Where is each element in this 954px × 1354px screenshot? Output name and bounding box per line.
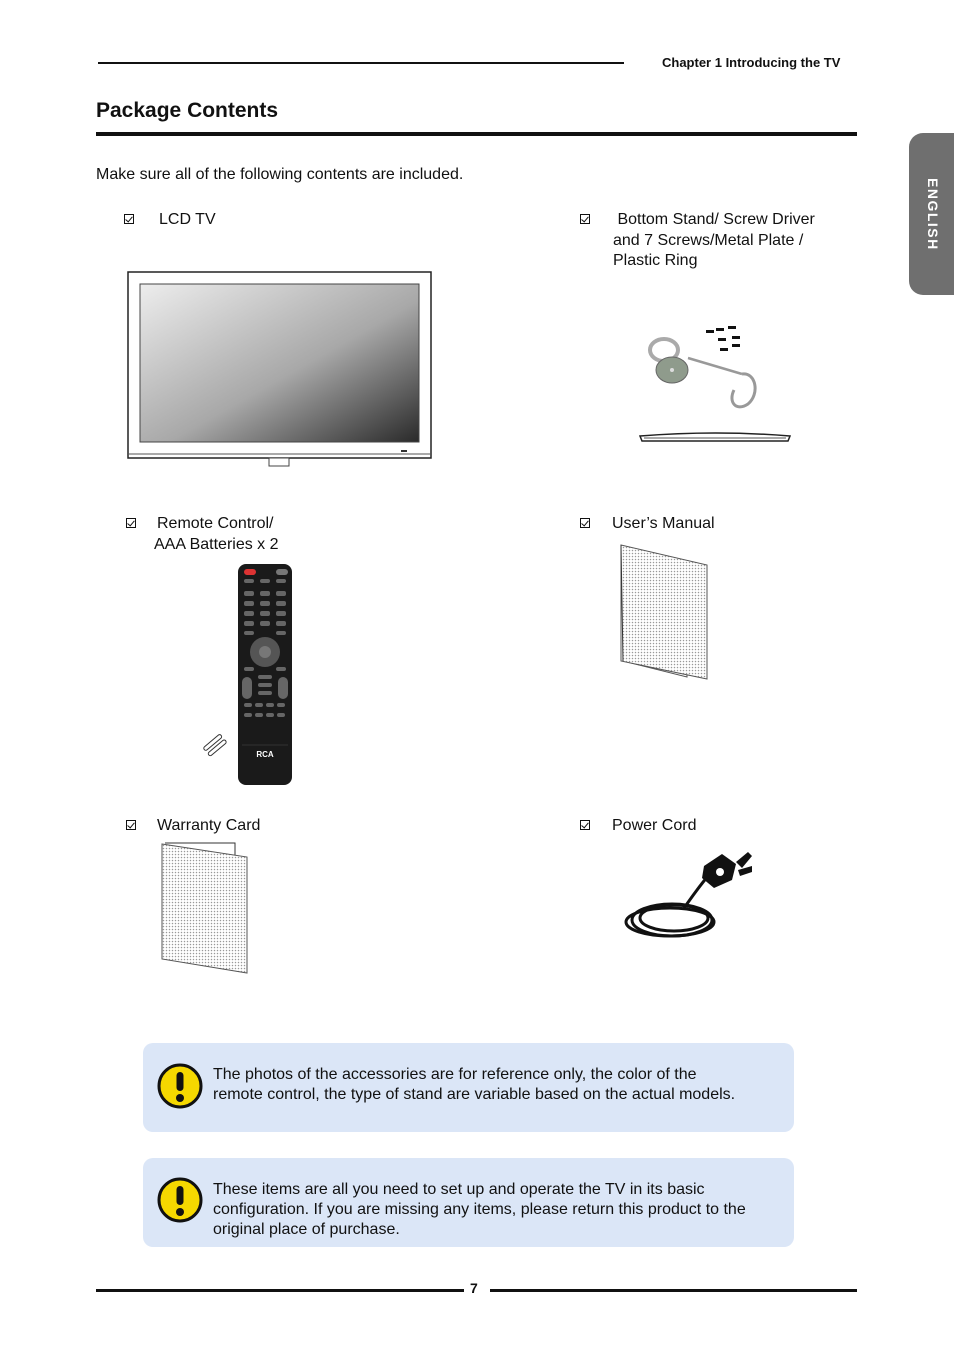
- checkbox-icon: [580, 820, 590, 830]
- warning-icon: [157, 1063, 203, 1109]
- footer-rule-right: [490, 1289, 857, 1292]
- footer-rule-left: [96, 1289, 464, 1292]
- remote-brand-text: RCA: [256, 750, 274, 759]
- chapter-heading: Chapter 1 Introducing the TV: [662, 55, 841, 70]
- lcd-tv-icon: [127, 271, 432, 467]
- note-line: configuration. If you are missing any it…: [213, 1201, 746, 1218]
- page-number: 7: [470, 1280, 478, 1296]
- note-line: These items are all you need to set up a…: [213, 1181, 705, 1198]
- checkbox-icon: [126, 820, 136, 830]
- note-box: The photos of the accessories are for re…: [143, 1043, 794, 1132]
- page-title: Package Contents: [96, 99, 279, 122]
- power-cord-icon: [624, 852, 752, 938]
- note-line: remote control, the type of stand are va…: [213, 1086, 736, 1103]
- note-line: The photos of the accessories are for re…: [213, 1066, 697, 1083]
- note-text: The photos of the accessories are for re…: [213, 1065, 735, 1105]
- stand-kit-icon: [638, 326, 792, 442]
- remote-control-icon: RCA: [203, 564, 292, 785]
- note-text: These items are all you need to set up a…: [213, 1180, 746, 1240]
- item-label: User’s Manual: [612, 515, 715, 532]
- item-label-line-1: Remote Control/: [157, 515, 274, 532]
- item-label-line-1: Bottom Stand/ Screw Driver: [613, 211, 815, 228]
- item-label: Warranty Card: [157, 817, 261, 834]
- checkbox-icon: [124, 214, 134, 224]
- note-line: original place of purchase.: [213, 1221, 400, 1238]
- intro-text: Make sure all of the following contents …: [96, 166, 464, 183]
- checkbox-icon: [580, 518, 590, 528]
- title-rule: [96, 132, 857, 136]
- manual-booklet-icon: [620, 544, 708, 680]
- language-tab[interactable]: ENGLISH: [909, 133, 954, 295]
- header-rule: [98, 62, 624, 64]
- item-label: LCD TV: [159, 211, 216, 228]
- warranty-card-icon: [161, 842, 248, 974]
- language-tab-label: ENGLISH: [925, 177, 941, 251]
- checkbox-icon: [580, 214, 590, 224]
- item-label: Power Cord: [612, 817, 697, 834]
- item-label-line-2: AAA Batteries x 2: [154, 535, 279, 553]
- note-box: These items are all you need to set up a…: [143, 1158, 794, 1247]
- item-label-line-2: and 7 Screws/Metal Plate /: [613, 231, 804, 249]
- item-label-line-3: Plastic Ring: [613, 252, 698, 269]
- warning-icon: [157, 1177, 203, 1223]
- checkbox-icon: [126, 518, 136, 528]
